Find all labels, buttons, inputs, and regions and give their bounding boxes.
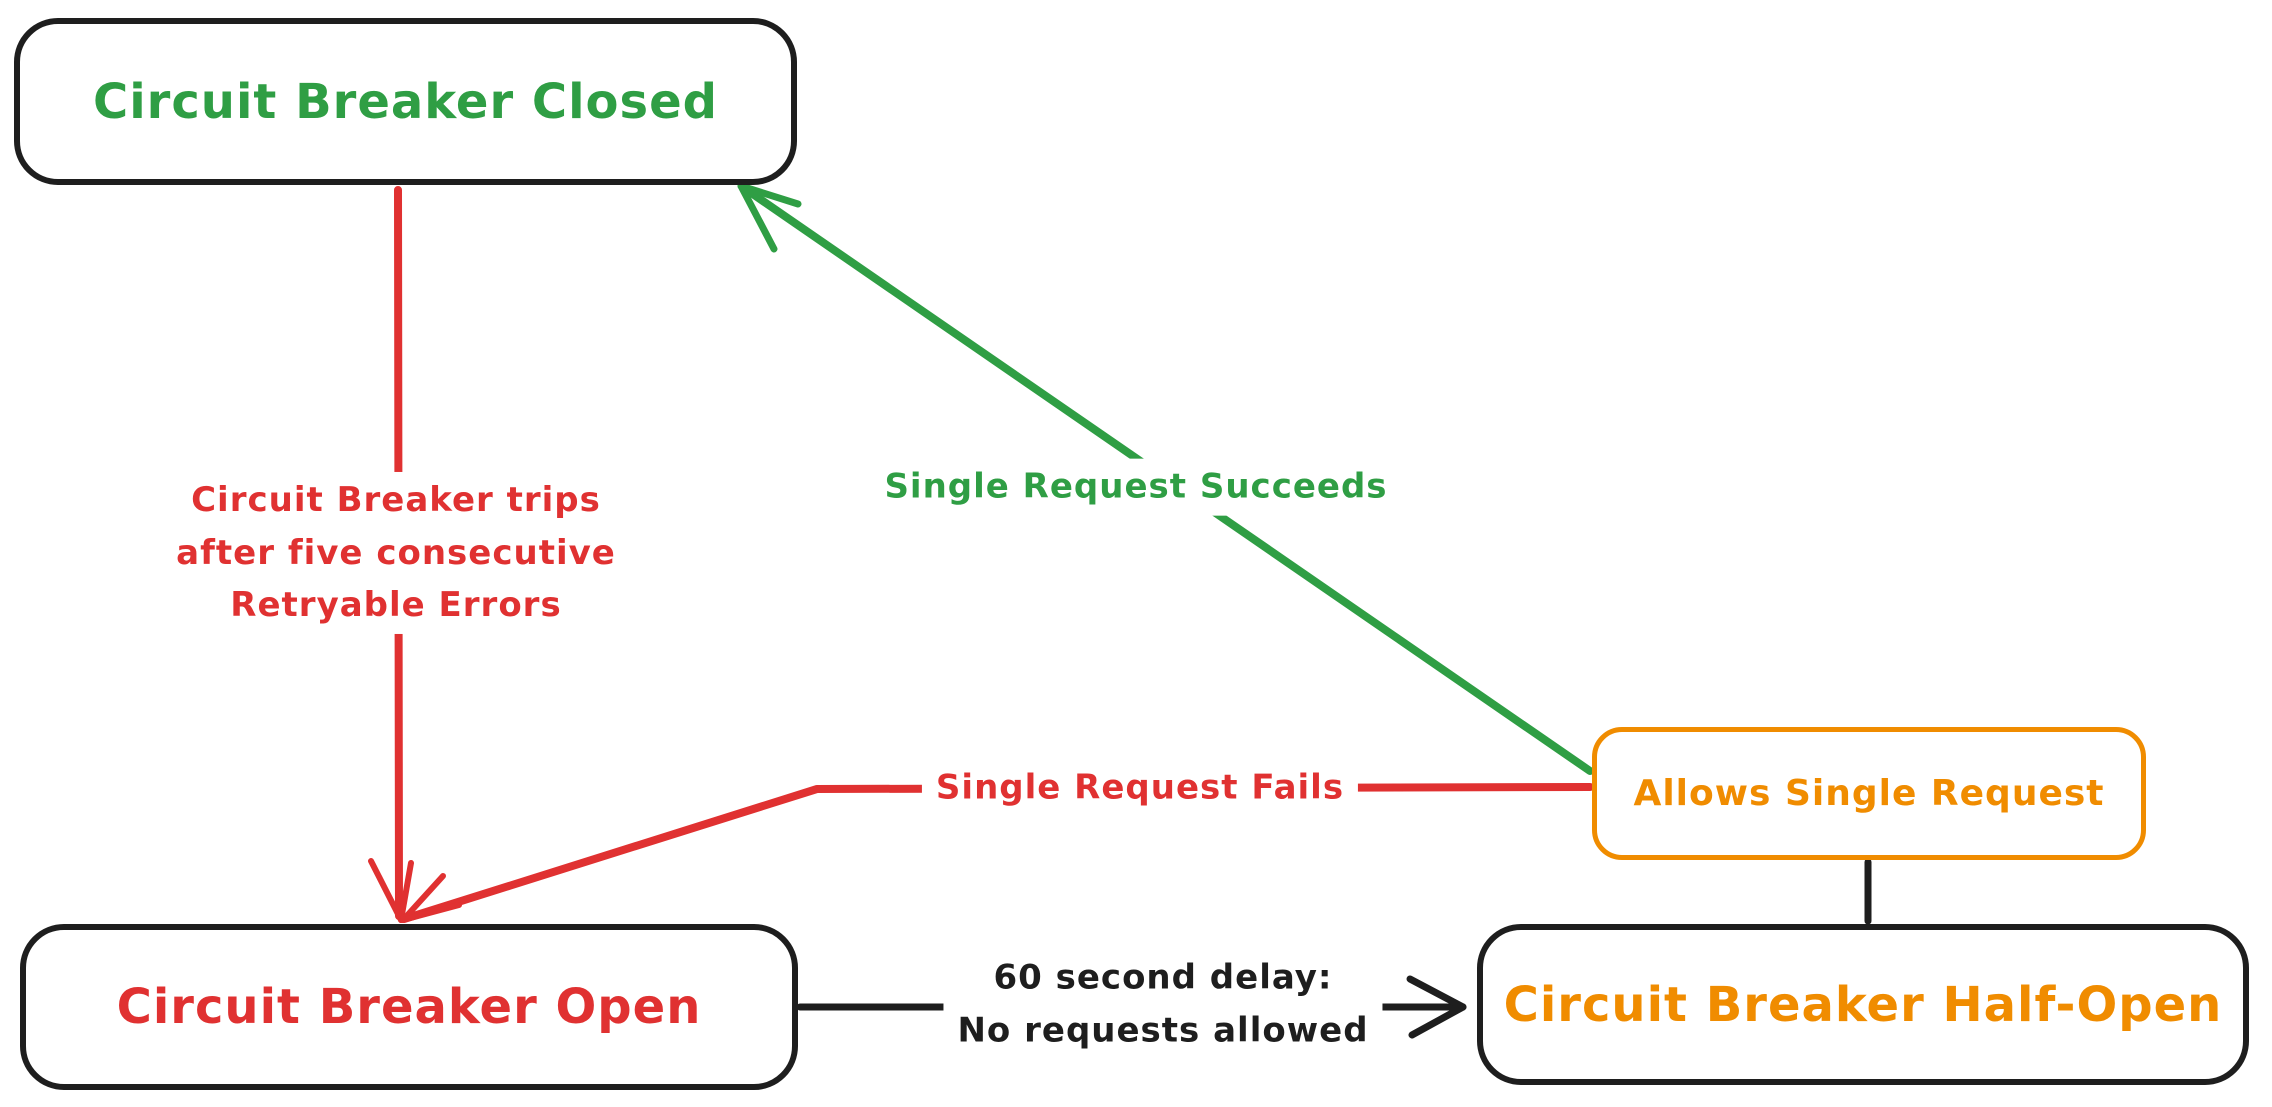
node-open-label: Circuit Breaker Open [116,979,702,1035]
edge-label-fails: Single Request Fails [921,759,1359,817]
node-half-open-label: Circuit Breaker Half-Open [1503,976,2223,1033]
node-allows-single-request[interactable]: Allows Single Request [1592,727,2146,860]
node-circuit-breaker-half-open[interactable]: Circuit Breaker Half-Open [1477,924,2249,1085]
node-allows-label: Allows Single Request [1633,773,2105,814]
edge-label-trips: Circuit Breaker trips after five consecu… [162,471,630,635]
edge-label-succeeds: Single Request Succeeds [870,458,1402,516]
node-closed-label: Circuit Breaker Closed [93,73,718,130]
node-circuit-breaker-open[interactable]: Circuit Breaker Open [20,924,798,1090]
edge-label-delay: 60 second delay: No requests allowed [943,949,1383,1059]
node-circuit-breaker-closed[interactable]: Circuit Breaker Closed [14,18,797,185]
